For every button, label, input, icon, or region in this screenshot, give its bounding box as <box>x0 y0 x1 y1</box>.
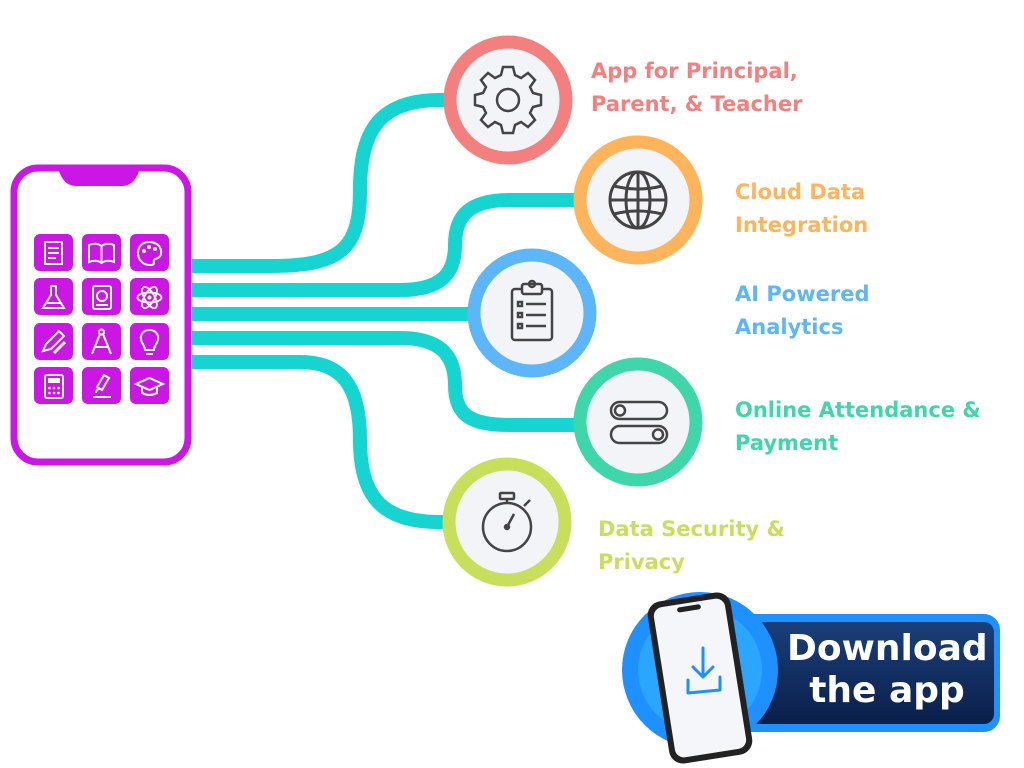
download-line2: the app <box>809 670 965 711</box>
phone-illustration <box>10 164 192 466</box>
feature-label-attendance-line1: Online Attendance & <box>735 398 981 422</box>
feature-label-app-line1: App for Principal, <box>591 59 798 83</box>
app-icon-grid <box>34 234 169 404</box>
feature-label-ai: AI Powered Analytics <box>735 278 869 344</box>
pencil-ruler-icon <box>34 323 73 360</box>
feature-label-attendance-line2: Payment <box>735 431 839 455</box>
download-badge-inner[interactable] <box>738 622 994 724</box>
feature-label-ai-line1: AI Powered <box>735 282 870 306</box>
toggle-switches-icon <box>609 400 669 445</box>
download-icon <box>686 646 722 695</box>
download-phone <box>647 592 753 764</box>
gear-icon <box>473 65 543 135</box>
feature-circles <box>442 35 703 587</box>
flask-icon <box>34 278 73 315</box>
feature-label-ai-line2: Analytics <box>735 315 844 339</box>
stopwatch-icon <box>481 491 533 553</box>
clipboard-icon <box>510 279 554 342</box>
feature-circle-ai <box>467 248 597 378</box>
feature-label-attendance: Online Attendance & Payment <box>735 394 981 460</box>
connector-line-1 <box>192 93 450 273</box>
book-icon <box>82 234 121 271</box>
feature-circle-app <box>443 35 573 165</box>
download-app-badge[interactable] <box>622 590 1000 765</box>
feature-label-security: Data Security & Privacy <box>598 513 785 579</box>
feature-label-security-line2: Privacy <box>598 550 685 574</box>
download-app-text[interactable]: Download the app <box>787 628 988 712</box>
compass-icon <box>82 323 121 360</box>
phone-notch <box>58 168 140 186</box>
feature-circle-attendance <box>573 357 703 487</box>
feature-circle-cloud <box>573 135 703 265</box>
notes-icon <box>34 234 73 271</box>
feature-label-cloud-line1: Cloud Data <box>735 180 866 204</box>
graduation-cap-icon <box>130 367 169 404</box>
globe-icon <box>608 170 668 230</box>
atom-icon <box>130 278 169 315</box>
feature-circle-security <box>442 457 572 587</box>
microscope-icon <box>82 367 121 404</box>
download-line1: Download <box>787 628 988 669</box>
connector-line-2 <box>192 193 580 297</box>
connector-lines <box>192 93 580 529</box>
calculator-icon <box>34 367 73 404</box>
feature-label-cloud-line2: Integration <box>735 213 869 237</box>
palette-icon <box>130 234 169 271</box>
connector-line-5 <box>192 355 450 529</box>
lightbulb-icon <box>130 323 169 360</box>
feature-label-app: App for Principal, Parent, & Teacher <box>591 55 802 121</box>
connector-line-4 <box>192 331 580 432</box>
feature-label-security-line1: Data Security & <box>598 517 785 541</box>
feature-label-cloud: Cloud Data Integration <box>735 176 868 242</box>
globe-book-icon <box>82 278 121 315</box>
feature-label-app-line2: Parent, & Teacher <box>591 92 803 116</box>
